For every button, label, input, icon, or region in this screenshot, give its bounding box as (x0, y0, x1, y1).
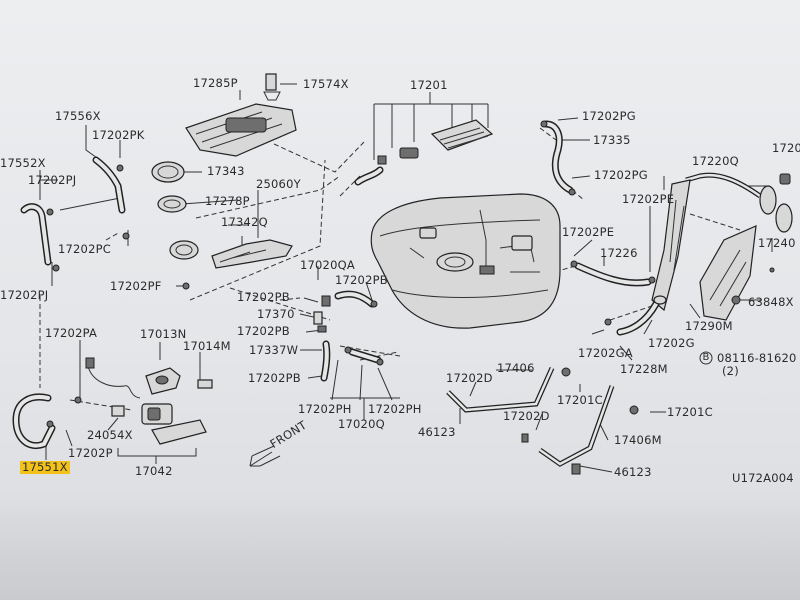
label-17240: 17240 (758, 236, 796, 250)
label-17202PE-right: 17202PE (622, 192, 675, 206)
label-17278P: 17278P (205, 194, 250, 208)
label-17342Q: 17342Q (221, 215, 268, 229)
hose-17226 (570, 260, 656, 287)
label-17014M: 17014M (183, 339, 231, 353)
label-17020QA: 17020QA (300, 258, 355, 272)
label-17202PB-2: 17202PB (237, 290, 290, 304)
label-17552X: 17552X (0, 156, 46, 170)
label-17551X-highlighted: 17551X (20, 460, 70, 474)
leader-lines (39, 83, 773, 473)
label-17202D-left: 17202D (446, 371, 493, 385)
fuel-tank-straps (446, 366, 639, 475)
label-1720-cut: 1720 (772, 141, 800, 155)
label-17202PH-left: 17202PH (298, 402, 352, 416)
fuel-tank (370, 193, 561, 329)
label-17406M: 17406M (614, 433, 662, 447)
label-17201C-right: 17201C (667, 405, 713, 419)
label-17370: 17370 (257, 307, 295, 321)
label-17228M: 17228M (620, 362, 668, 376)
label-25060Y: 25060Y (256, 177, 301, 191)
front-direction-arrow (249, 445, 281, 467)
label-17042: 17042 (135, 464, 173, 478)
label-17202PJ-lower: 17202PJ (0, 288, 49, 302)
label-17202PG-upper: 17202PG (582, 109, 636, 123)
bolt-marker (699, 351, 713, 365)
label-17202PF: 17202PF (110, 279, 162, 293)
label-17202PH-right: 17202PH (368, 402, 422, 416)
label-17335: 17335 (593, 133, 631, 147)
bolt-marker-letter: B (702, 352, 710, 363)
label-17337W: 17337W (249, 343, 299, 357)
screen-glare-shadow (0, 495, 800, 600)
label-17285P: 17285P (193, 76, 238, 90)
label-17574X: 17574X (303, 77, 349, 91)
label-17202PJ-upper: 17202PJ (28, 173, 77, 187)
label-17202PE-left: 17202PE (562, 225, 615, 239)
label-17202PB-3: 17202PB (237, 324, 290, 338)
label-17201C-left: 17201C (557, 393, 603, 407)
label-46123-right: 46123 (614, 465, 652, 479)
label-17406: 17406 (497, 361, 535, 375)
label-17202PB-top: 17202PB (335, 273, 388, 287)
label-qty-2: (2) (722, 364, 739, 378)
label-17020Q: 17020Q (338, 417, 385, 431)
filler-tube-17220Q (651, 172, 793, 321)
label-17013N: 17013N (140, 327, 187, 341)
heat-shield-17285P (185, 73, 297, 157)
diagram-code-U172A004: U172A004 (732, 471, 794, 485)
label-46123-left: 46123 (418, 425, 456, 439)
label-17202PK: 17202PK (92, 128, 145, 142)
fuel-pump-bracket-17201 (354, 119, 494, 186)
label-08116-81620: 08116-81620 (717, 351, 797, 365)
label-17556X: 17556X (55, 109, 101, 123)
label-17343: 17343 (207, 164, 245, 178)
hose-17228M (604, 295, 667, 336)
label-17201: 17201 (410, 78, 448, 92)
label-17290M: 17290M (685, 319, 733, 333)
label-17202GA: 17202GA (578, 346, 633, 360)
middle-hoses (313, 290, 384, 382)
label-17202PC: 17202PC (58, 242, 111, 256)
label-24054X: 24054X (87, 428, 133, 442)
label-17202PG-lower: 17202PG (594, 168, 648, 182)
label-17202PA: 17202PA (45, 326, 98, 340)
label-17202P: 17202P (68, 446, 113, 460)
label-17202G: 17202G (648, 336, 695, 350)
label-17202D-right: 17202D (503, 409, 550, 423)
left-hose-cluster (20, 156, 199, 290)
label-17202PB-4: 17202PB (248, 371, 301, 385)
label-63848X: 63848X (748, 295, 794, 309)
hose-17335 (540, 120, 576, 196)
fuel-level-sender-25060Y (211, 236, 293, 269)
label-17220Q: 17220Q (692, 154, 739, 168)
label-17226: 17226 (600, 246, 638, 260)
fuel-pump-assembly-17042 (12, 357, 213, 449)
